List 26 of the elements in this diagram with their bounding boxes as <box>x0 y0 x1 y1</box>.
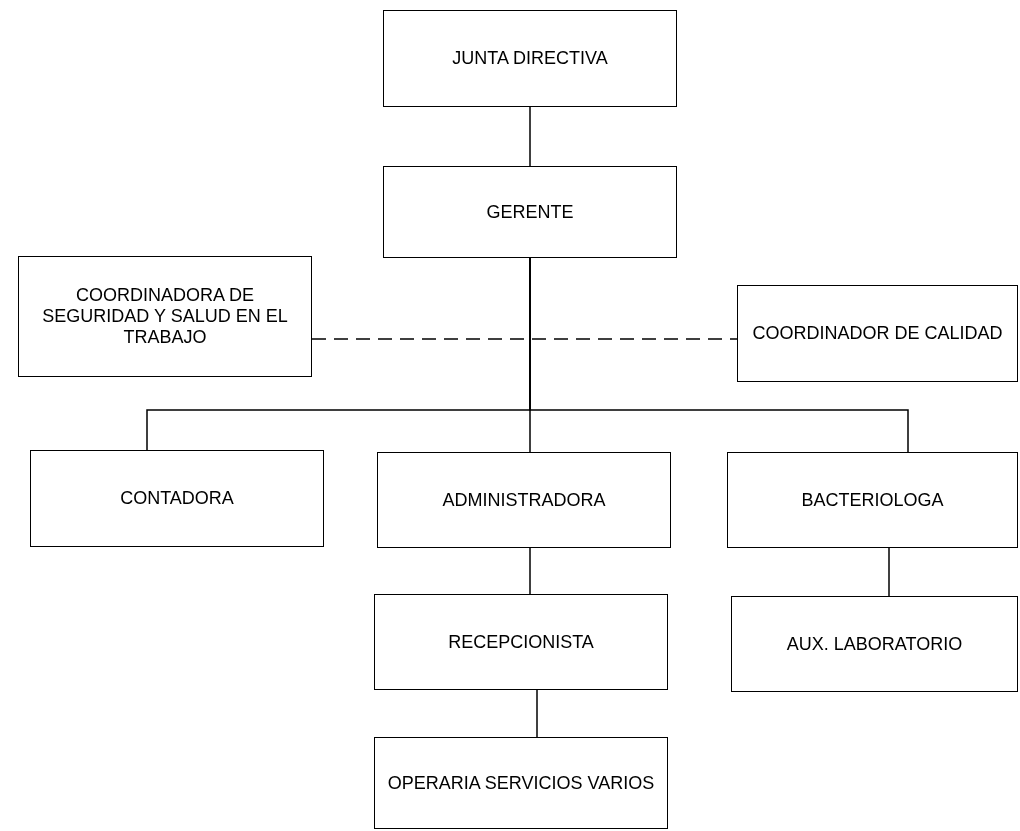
role-label: OPERARIA SERVICIOS VARIOS <box>387 772 655 794</box>
role-label: AUX. LABORATORIO <box>786 633 963 655</box>
role-label: CONTADORA <box>120 488 234 509</box>
org-box <box>374 737 668 829</box>
role-label: BACTERIOLOGA <box>801 489 944 511</box>
org-box <box>30 450 324 547</box>
connector-line <box>529 547 531 595</box>
org-box <box>383 10 677 107</box>
org-box <box>374 594 668 690</box>
connector-line <box>888 547 890 597</box>
connector-line <box>529 106 531 167</box>
org-box <box>737 285 1018 382</box>
org-box <box>727 452 1018 548</box>
role-label: RECEPCIONISTA <box>448 631 594 653</box>
role-label: GERENTE <box>486 201 574 223</box>
role-label: JUNTA DIRECTIVA <box>452 48 608 69</box>
dashed-connector <box>311 338 738 340</box>
org-box <box>377 452 671 548</box>
org-box <box>18 256 312 377</box>
org-box <box>383 166 677 258</box>
role-label: COORDINADOR DE CALIDAD <box>752 323 1003 344</box>
connector-line <box>529 257 909 453</box>
org-box <box>731 596 1018 692</box>
role-label: ADMINISTRADORA <box>442 489 606 511</box>
connector-line <box>536 689 538 738</box>
role-label: COORDINADORA DE SEGURIDAD Y SALUD EN EL TRABAJO <box>41 285 289 348</box>
